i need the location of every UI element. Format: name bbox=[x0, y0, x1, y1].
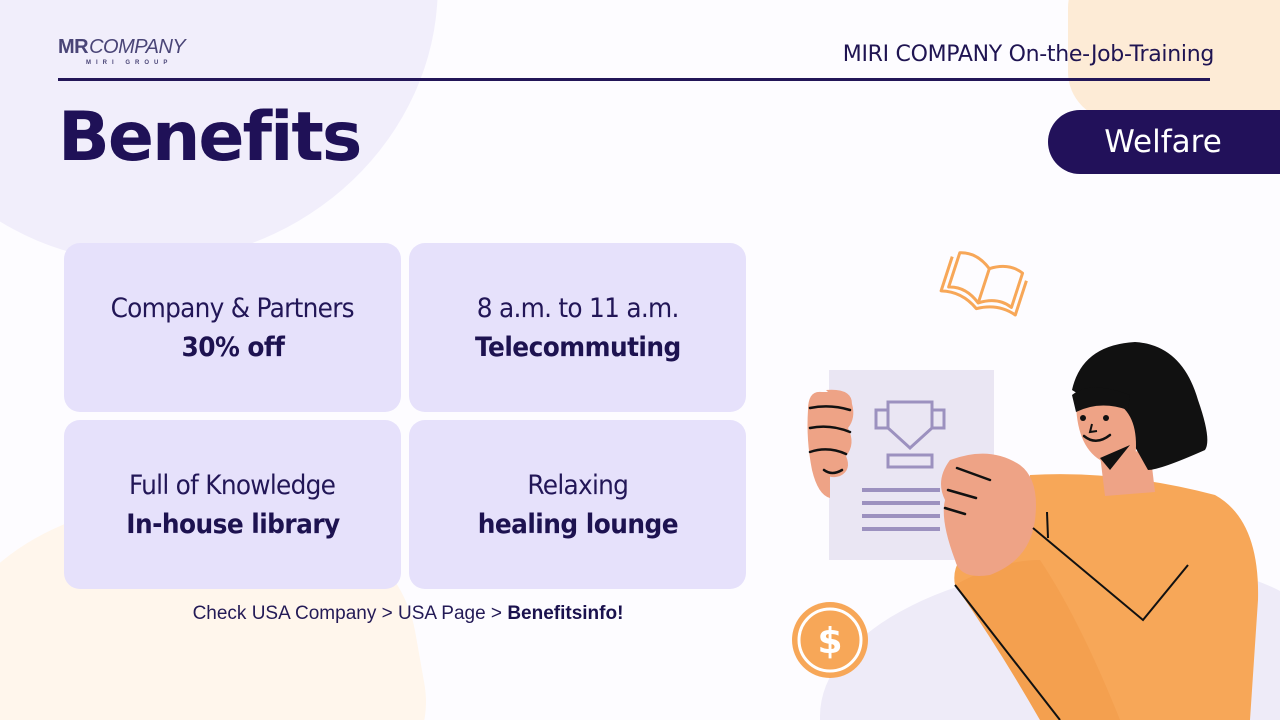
header-divider bbox=[58, 78, 1210, 81]
card-title: Telecommuting bbox=[474, 331, 681, 363]
open-book-icon bbox=[939, 251, 1028, 317]
background-blob-bottom-right bbox=[820, 560, 1280, 720]
section-tag-welfare: Welfare bbox=[1048, 110, 1280, 174]
header-title: MIRI COMPANY On-the-Job-Training bbox=[842, 42, 1215, 67]
svg-text:$: $ bbox=[817, 621, 842, 662]
footer-note: Check USA Company > USA Page > Benefitsi… bbox=[0, 603, 816, 625]
certificate-paper bbox=[829, 370, 994, 560]
woman-head bbox=[1072, 342, 1208, 470]
card-title: healing lounge bbox=[477, 508, 678, 540]
logo-subtitle: MIRI GROUP bbox=[86, 60, 173, 66]
footer-note-link: Benefitsinfo! bbox=[507, 603, 624, 624]
card-subtitle: 8 a.m. to 11 a.m. bbox=[476, 292, 680, 324]
page-title: Benefits bbox=[58, 98, 362, 177]
card-subtitle: Company & Partners bbox=[110, 292, 355, 324]
logo-name: COMPANY bbox=[89, 36, 186, 58]
section-tag-label: Welfare bbox=[1104, 124, 1222, 160]
benefit-card-library: Full of Knowledge In-house library bbox=[64, 420, 401, 589]
card-title: 30% off bbox=[181, 331, 284, 363]
card-title: In-house library bbox=[125, 508, 340, 540]
card-subtitle: Relaxing bbox=[527, 469, 629, 501]
benefit-card-discount: Company & Partners 30% off bbox=[64, 243, 401, 412]
footer-note-path: Check USA Company > USA Page > bbox=[192, 603, 508, 624]
company-logo: MR COMPANY MIRI GROUP bbox=[58, 36, 186, 66]
neck bbox=[1100, 450, 1155, 496]
background-blob-top-right bbox=[1068, 0, 1280, 120]
certificate-text-lines bbox=[862, 488, 940, 531]
left-hand bbox=[807, 389, 854, 498]
benefit-card-telecommuting: 8 a.m. to 11 a.m. Telecommuting bbox=[409, 243, 746, 412]
card-subtitle: Full of Knowledge bbox=[129, 469, 336, 501]
trophy-icon bbox=[874, 400, 946, 469]
logo-wordmark: MR COMPANY bbox=[58, 36, 186, 59]
right-hand bbox=[941, 453, 1036, 576]
benefits-card-grid: Company & Partners 30% off 8 a.m. to 11 … bbox=[64, 243, 746, 589]
benefit-card-lounge: Relaxing healing lounge bbox=[409, 420, 746, 589]
logo-mark: MR bbox=[58, 36, 89, 58]
